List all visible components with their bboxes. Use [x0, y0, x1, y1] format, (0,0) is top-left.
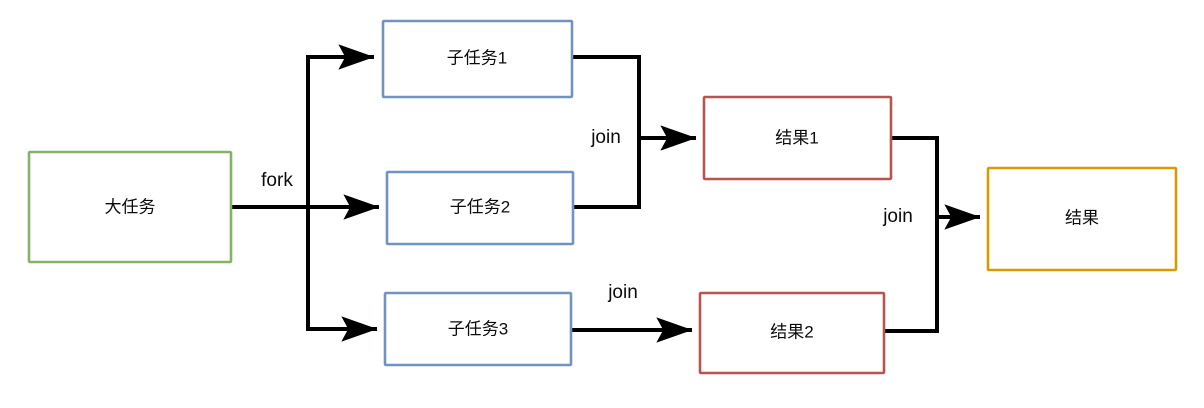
subtask-1-label: 子任务1 — [447, 48, 507, 67]
edge-labels-layer: fork join join join — [261, 127, 913, 303]
result-final-label: 结果 — [1065, 208, 1099, 227]
node-result-final[interactable]: 结果 — [986, 166, 1178, 272]
join-label-top: join — [590, 127, 621, 148]
subtask-2-box — [385, 170, 575, 246]
node-subtask-3[interactable]: 子任务3 — [383, 291, 573, 367]
node-result-2[interactable]: 结果2 — [698, 291, 886, 375]
big-task-box — [27, 150, 233, 264]
join-label-final: join — [882, 206, 913, 227]
node-result-1[interactable]: 结果1 — [702, 95, 893, 181]
edge-subtask-2-to-join-bus-1 — [571, 136, 641, 209]
subtask-3-box — [383, 291, 573, 367]
big-task-label: 大任务 — [105, 197, 156, 216]
connectors-layer — [229, 44, 981, 343]
join-label-bottom: join — [607, 282, 638, 303]
result-1-label: 结果1 — [775, 128, 818, 147]
result-2-box — [698, 291, 886, 375]
node-big-task[interactable]: 大任务 — [27, 150, 233, 264]
node-subtask-2[interactable]: 子任务2 — [385, 170, 575, 246]
edge-result-1-to-join-bus-2 — [889, 136, 939, 219]
node-subtask-1[interactable]: 子任务1 — [381, 19, 574, 99]
subtask-1-box — [381, 19, 574, 99]
subtask-3-label: 子任务3 — [448, 319, 508, 338]
subtask-2-label: 子任务2 — [450, 197, 510, 216]
result-final-box — [986, 166, 1178, 272]
edge-result-2-to-join-bus-2 — [882, 215, 939, 333]
edge-subtask-1-to-join-bus-1 — [570, 55, 641, 140]
fork-label: fork — [261, 170, 293, 191]
result-2-label: 结果2 — [770, 322, 813, 341]
result-1-box — [702, 95, 893, 181]
